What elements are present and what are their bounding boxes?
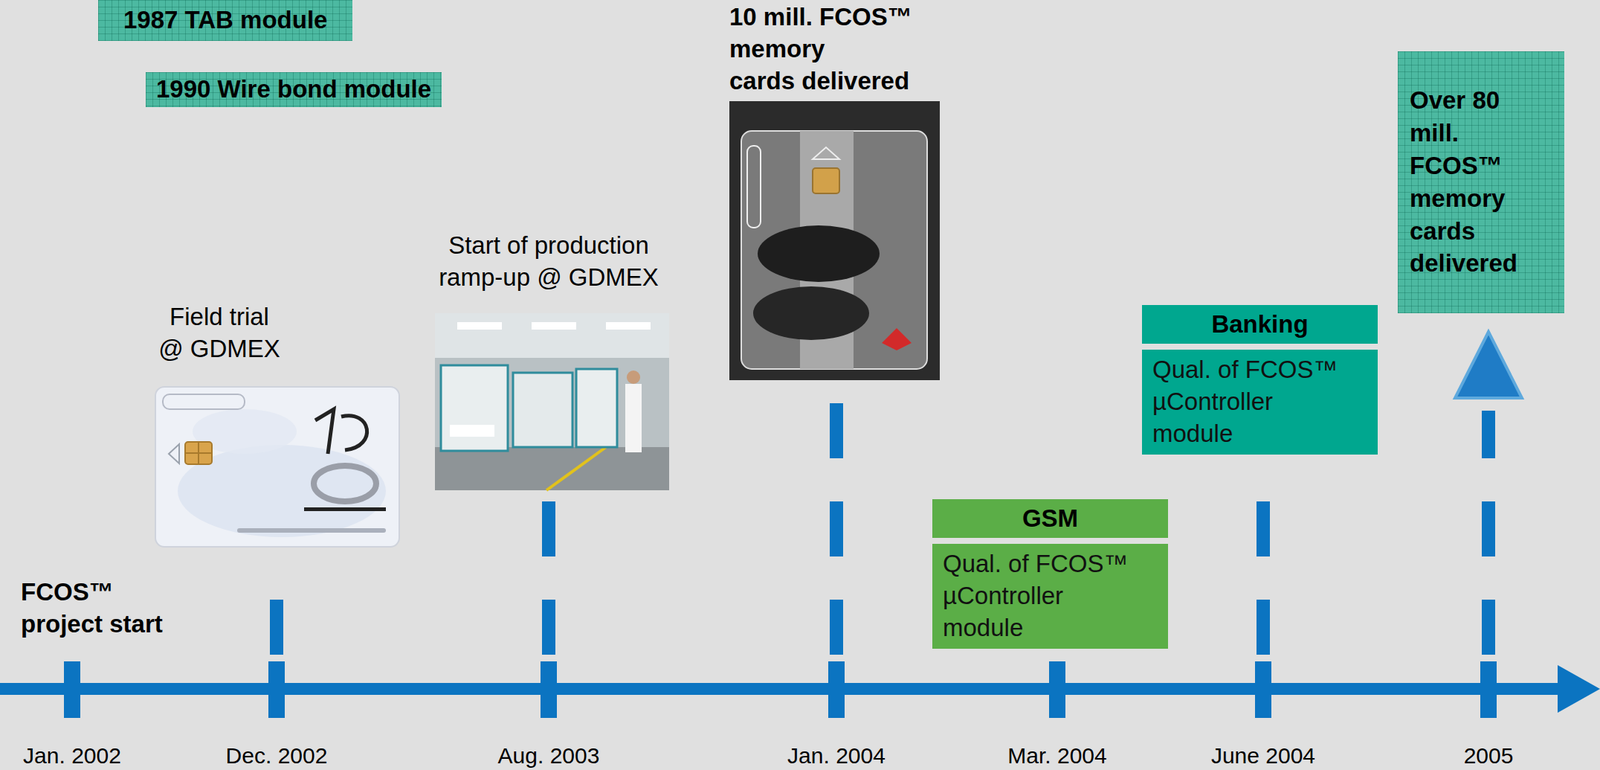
machine xyxy=(576,368,618,447)
milestone-label: 10 mill. FCOS™ memory cards delivered xyxy=(729,1,953,98)
factory-photo xyxy=(434,313,670,490)
qualification-box: BankingQual. of FCOS™ µController module xyxy=(1142,304,1378,455)
card-arrow xyxy=(168,443,180,464)
card-line xyxy=(237,527,386,533)
date-label: Dec. 2002 xyxy=(209,742,344,769)
card-arrow xyxy=(812,147,840,160)
operator xyxy=(625,383,642,453)
card-logo xyxy=(313,465,377,502)
box-heading: Banking xyxy=(1142,304,1378,344)
dashed-line xyxy=(1256,464,1270,655)
photo-ground xyxy=(434,313,670,490)
card-pill xyxy=(162,394,245,409)
ceiling-light xyxy=(605,321,651,330)
time-axis xyxy=(0,682,1562,695)
date-label: 2005 xyxy=(1421,742,1556,769)
chip-lines xyxy=(185,441,212,464)
date-label: June 2004 xyxy=(1196,742,1331,769)
ceiling-light xyxy=(457,321,502,330)
up-arrow xyxy=(1455,331,1522,398)
date-label: Jan. 2004 xyxy=(769,742,904,769)
milestone-box: 1987 TAB module xyxy=(98,0,353,41)
card-chip xyxy=(185,441,212,464)
box-text: Over 80 mill. FCOS™ memory cards deliver… xyxy=(1409,84,1551,280)
axis-tick xyxy=(268,660,285,718)
milestone-box: Over 80 mill. FCOS™ memory cards deliver… xyxy=(1397,51,1565,314)
qualification-box: GSM Qual. of FCOS™ µController module xyxy=(932,498,1169,649)
dashed-line xyxy=(829,391,844,655)
milestone-label: Field trial @ GDMEX xyxy=(130,301,309,366)
milestone-box: 1990 Wire bond module xyxy=(145,72,442,108)
card-body xyxy=(155,386,400,547)
card-glove xyxy=(757,225,880,282)
floor-line xyxy=(546,446,606,490)
date-label: Mar. 2004 xyxy=(990,742,1125,769)
box-body: Qual. of FCOS™ µController module xyxy=(932,543,1169,649)
phone-card-image xyxy=(155,386,400,547)
card-chip xyxy=(812,168,840,194)
card-figure xyxy=(315,408,368,454)
card-bar xyxy=(304,507,386,511)
axis-arrowhead xyxy=(1557,664,1600,713)
axis-tick xyxy=(540,660,557,718)
box-text: 1990 Wire bond module xyxy=(156,73,432,106)
photo-floor xyxy=(434,446,670,490)
box-body: Qual. of FCOS™ µController module xyxy=(1142,349,1378,455)
card-logo xyxy=(881,327,912,351)
dashed-line xyxy=(269,556,284,655)
machine xyxy=(513,372,573,447)
axis-tick xyxy=(1049,660,1066,718)
milestone-label: Start of production ramp-up @ GDMEX xyxy=(422,229,676,294)
milestone-label: FCOS™ project start xyxy=(20,576,192,641)
dashed-line xyxy=(542,496,556,655)
operator-head xyxy=(626,370,641,384)
phone-card-photo xyxy=(729,101,940,380)
machine xyxy=(440,365,508,451)
axis-tick xyxy=(1255,660,1272,718)
date-label: Jan. 2002 xyxy=(5,742,140,769)
axis-tick xyxy=(63,660,81,718)
date-label: Aug. 2003 xyxy=(481,742,616,769)
card-body xyxy=(741,130,928,369)
tray xyxy=(449,424,495,437)
box-heading: GSM xyxy=(932,498,1169,538)
photo-ceiling xyxy=(434,313,670,358)
ceiling-light xyxy=(531,321,577,330)
box-text: 1987 TAB module xyxy=(123,4,328,37)
card-glove xyxy=(753,286,870,340)
axis-tick xyxy=(1480,660,1497,718)
photo-ground xyxy=(729,101,940,380)
axis-tick xyxy=(828,660,845,718)
card-pill xyxy=(747,145,761,228)
dashed-line xyxy=(1481,410,1496,655)
